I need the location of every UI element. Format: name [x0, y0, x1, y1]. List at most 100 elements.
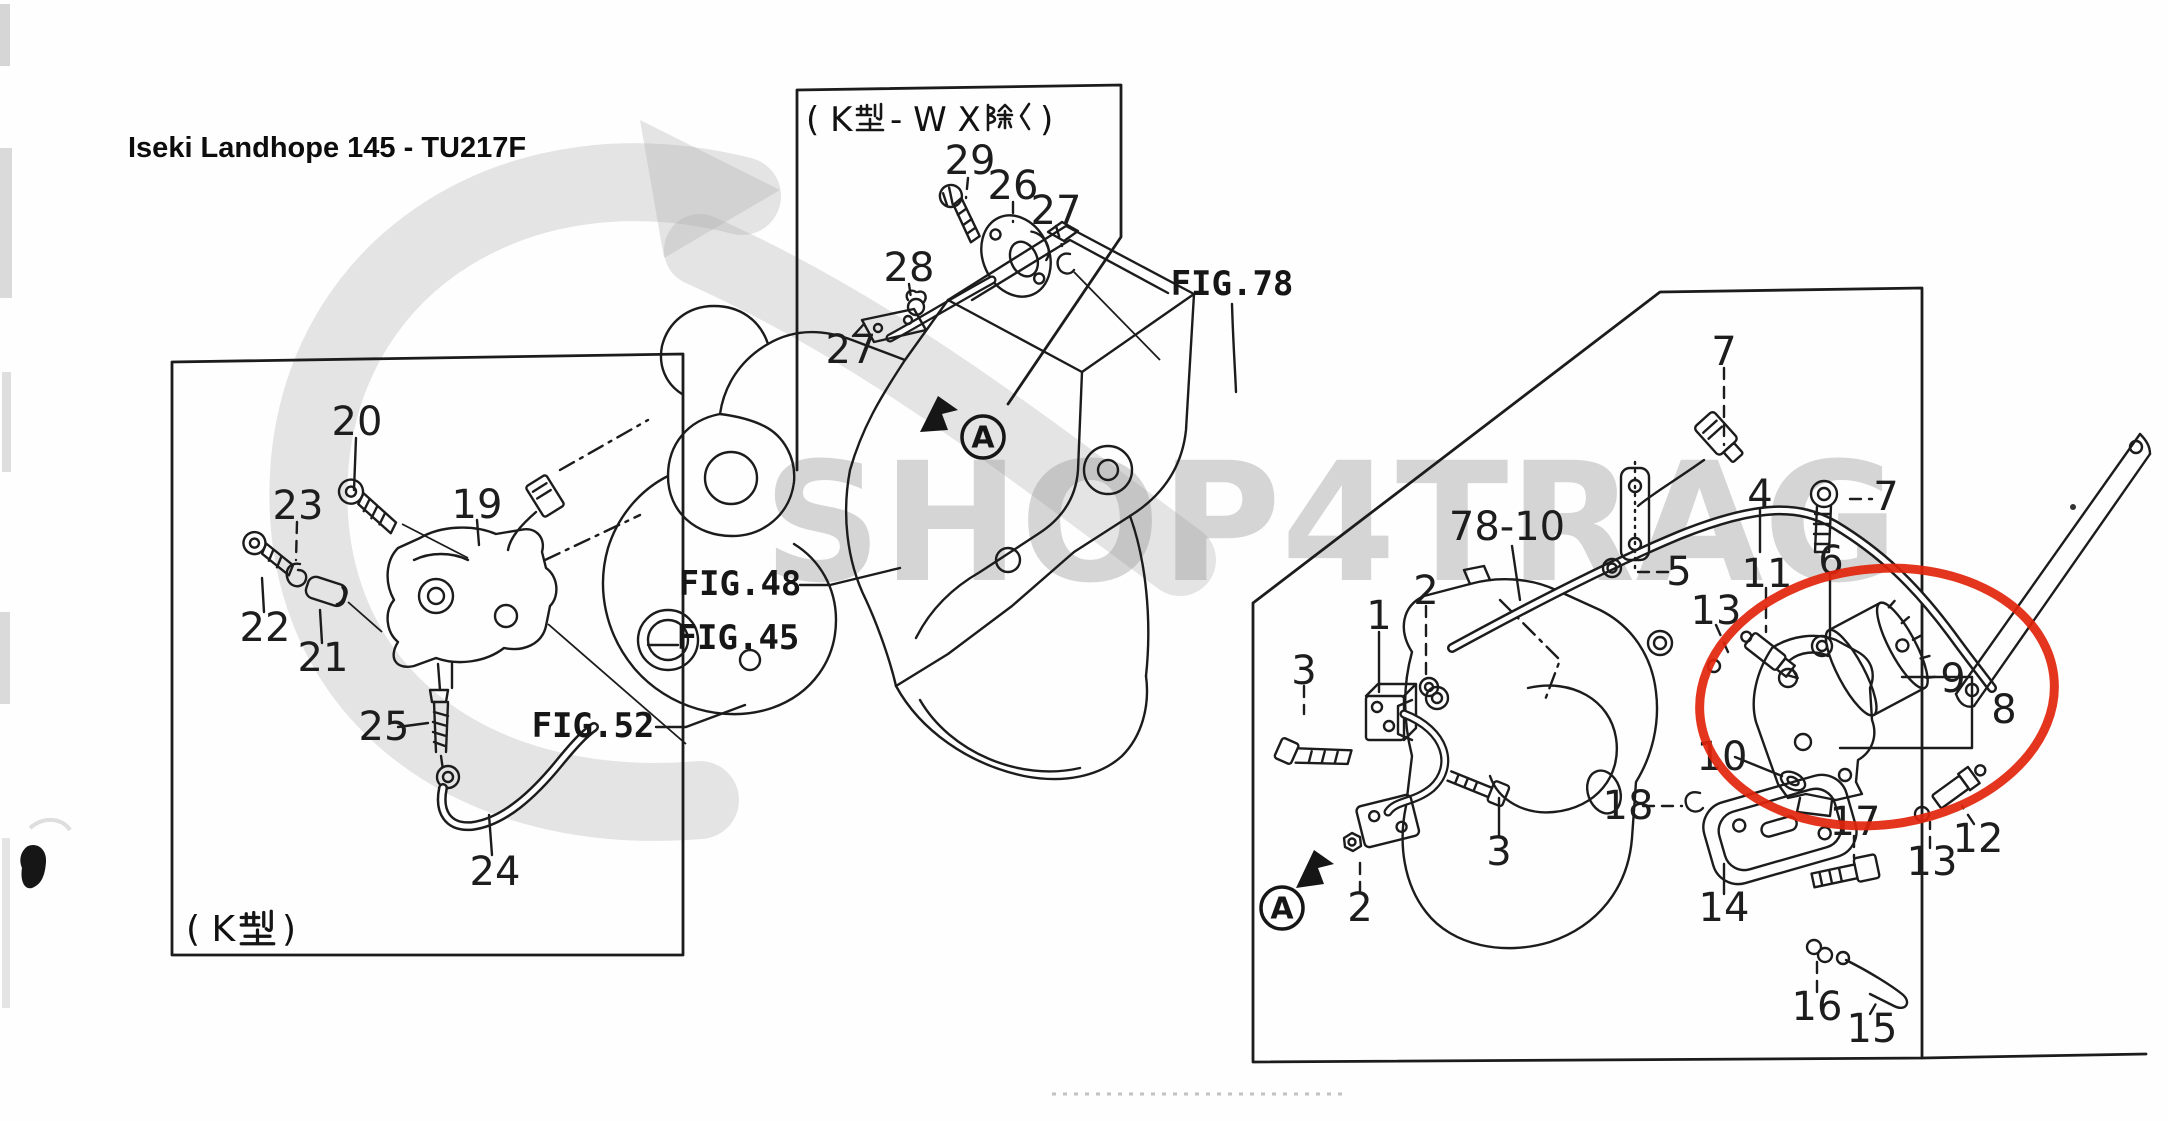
kanji-kata-icon [855, 102, 885, 132]
svg-text:): ) [1040, 100, 1053, 140]
right-box-leader-lines [1302, 366, 1976, 1016]
view-marker-circle [1259, 885, 1305, 931]
bolt-22 [242, 530, 295, 577]
view-markers: AA [960, 414, 1305, 931]
o-ring-2 [1418, 676, 1440, 698]
view-marker-label: A [1270, 892, 1294, 927]
part-callout-4: 4 [1747, 472, 1772, 518]
part-callout-20: 20 [332, 399, 383, 445]
clip-28 [905, 289, 927, 317]
part-callout-28: 28 [884, 245, 935, 291]
snap-ring-23 [285, 562, 308, 588]
part-callout-3: 3 [1486, 829, 1511, 875]
page-title: Iseki Landhope 145 - TU217F [128, 132, 526, 164]
part-callout-1: 1 [1366, 593, 1391, 639]
scan-edge-artifacts [0, 4, 1342, 1096]
part-callout-9: 9 [1940, 656, 1965, 702]
part-callout-26: 26 [988, 163, 1039, 209]
steering-pump-drawing [386, 526, 558, 692]
clip-16 [1805, 938, 1834, 964]
part-callout-27: 27 [1031, 188, 1082, 234]
oil-filter-9 [1824, 599, 1937, 717]
svg-text:( K: ( K [806, 100, 854, 140]
svg-text:- W X: - W X [890, 100, 981, 140]
wire-connector-19 [525, 474, 565, 518]
sender-unit-13 [1740, 630, 1799, 680]
watermark-arrow-icon [640, 120, 780, 258]
part-callout-8: 8 [1991, 687, 2016, 733]
bolt-3b [1446, 770, 1511, 808]
figure-ref-FIG.48: FIG.48 [679, 564, 802, 604]
part-callout-19: 19 [452, 482, 503, 528]
view-arrow-icon [1296, 850, 1334, 888]
part-callout-21: 21 [298, 635, 349, 681]
svg-text:( K: ( K [186, 909, 236, 950]
junction-block-1 [1364, 682, 1418, 742]
bolt-7 [1809, 479, 1839, 554]
watermark-swoosh-icon [269, 143, 781, 841]
sensor-bolt-12 [1931, 764, 1987, 809]
part-callout-24: 24 [470, 849, 521, 895]
valve-21 [304, 575, 348, 608]
part-callout-16: 16 [1792, 984, 1843, 1030]
group-bracket-9-8 [1838, 675, 1974, 750]
o-ring-11 [1646, 629, 1674, 657]
left-box-leader-lines [260, 436, 494, 857]
rod-15 [1835, 950, 1909, 1009]
snap-ring-27 [1056, 252, 1076, 275]
main-box-oil-pump-group [1251, 286, 2152, 1064]
kanji-kata-icon [239, 909, 276, 946]
view-arrow-icon [920, 396, 958, 432]
part-callout-12: 12 [1953, 816, 2004, 862]
inset-box-k-type: ( K ) [170, 352, 685, 957]
ink-blot [20, 844, 47, 889]
bolt-29 [938, 183, 981, 244]
part-callout-14: 14 [1699, 885, 1750, 931]
cover-plate-14 [1702, 773, 1858, 886]
engine-block-78-10 [1396, 564, 1659, 950]
figure-ref-FIG.78: FIG.78 [1171, 264, 1294, 304]
part-callout-5: 5 [1666, 549, 1691, 595]
inset-label-k-type-except-wx: ( K - W X ) [806, 100, 1053, 140]
kana-ku-icon [1019, 102, 1031, 131]
clamp-bracket [1619, 460, 1651, 572]
part-callout-2: 2 [1347, 885, 1372, 931]
inset-label-k-type: ( K ) [186, 909, 296, 950]
inset-box-k-type-except-wx: ( K - W X ) [795, 83, 1161, 472]
part-callout-15: 15 [1847, 1006, 1898, 1052]
highlight-ellipse [1695, 563, 2059, 831]
part-callout-2: 2 [1413, 568, 1438, 614]
part-callout-22: 22 [240, 605, 291, 651]
o-ring-5 [1601, 557, 1623, 579]
part-callout-23: 23 [273, 483, 324, 529]
part-callout-7: 7 [1873, 474, 1898, 520]
flange-26 [980, 214, 1052, 298]
stay-bar [1954, 432, 2152, 708]
oil-pump-assembly [1752, 599, 1937, 818]
engine-center-drawing [543, 220, 1196, 781]
part-callout-25: 25 [359, 704, 410, 750]
clip-18 [1684, 791, 1705, 813]
part-callout-18: 18 [1603, 783, 1654, 829]
part-callout-13: 13 [1907, 839, 1958, 885]
bolt-20 [337, 478, 398, 535]
top-box-leader-lines [851, 176, 1064, 338]
bolt-3a [1273, 737, 1353, 766]
part-callout-7: 7 [1711, 329, 1736, 375]
kanji-joku-icon [986, 103, 1014, 132]
nut-2b [1342, 831, 1363, 853]
figure-ref-FIG.52: FIG.52 [532, 706, 655, 746]
view-marker-circle [960, 414, 1006, 460]
part-callout-27: 27 [826, 327, 877, 373]
figure-ref-FIG.45: FIG.45 [677, 618, 800, 658]
part-callout-3: 3 [1291, 648, 1316, 694]
view-marker-label: A [971, 421, 995, 456]
cable-connector-7 [1694, 411, 1744, 463]
figure-ref-78-10: 78-10 [1449, 504, 1565, 550]
bolt-17 [1810, 853, 1881, 889]
watermark-swoosh-tail-icon [664, 214, 1216, 596]
svg-text:): ) [282, 909, 296, 950]
figref-leader-lines [646, 302, 1522, 729]
